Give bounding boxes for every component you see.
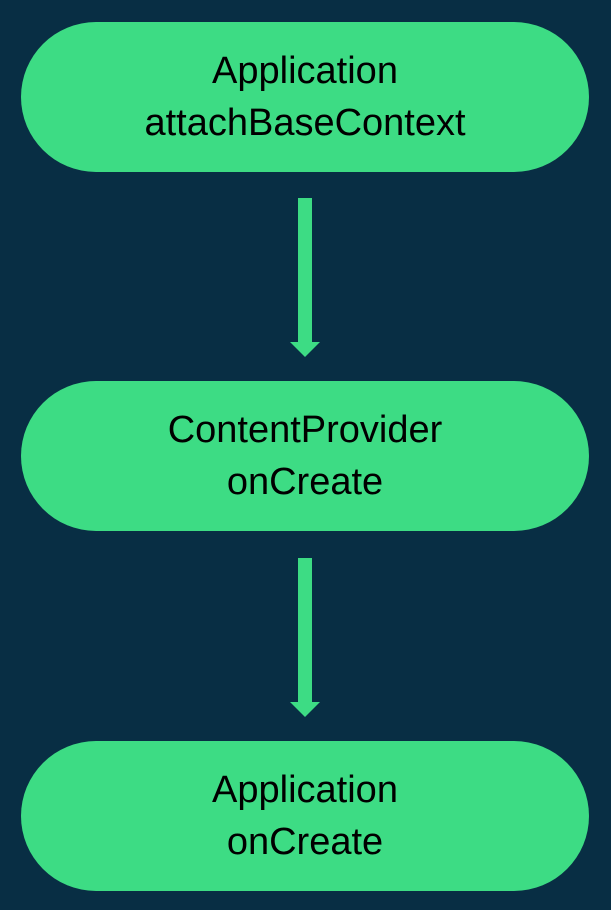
node-application-attachbasecontext: Application attachBaseContext (21, 22, 589, 172)
arrow-down-2 (290, 558, 320, 718)
node-application-oncreate: Application onCreate (21, 741, 589, 891)
node-label-line1: Application (212, 769, 398, 811)
node-label-line1: Application (212, 50, 398, 92)
arrow-down-icon (290, 198, 320, 357)
node-label-line2: onCreate (226, 821, 384, 863)
arrow-down-icon (290, 558, 320, 717)
node-label-line1: ContentProvider (167, 409, 443, 451)
arrow-down-1 (290, 198, 320, 358)
node-label-line2: attachBaseContext (144, 102, 466, 144)
node-label-line2: onCreate (226, 461, 384, 503)
node-contentprovider-oncreate: ContentProvider onCreate (21, 381, 589, 531)
